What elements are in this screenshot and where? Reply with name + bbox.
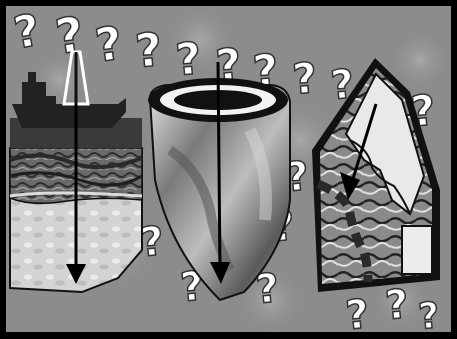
core-arrow-shaft — [218, 62, 220, 270]
question-mark: ? — [133, 22, 164, 78]
question-mark: ? — [174, 33, 204, 86]
question-mark: ? — [417, 295, 441, 338]
question-mark: ? — [383, 281, 410, 329]
question-mark: ? — [291, 53, 320, 104]
question-mark: ? — [344, 291, 371, 339]
